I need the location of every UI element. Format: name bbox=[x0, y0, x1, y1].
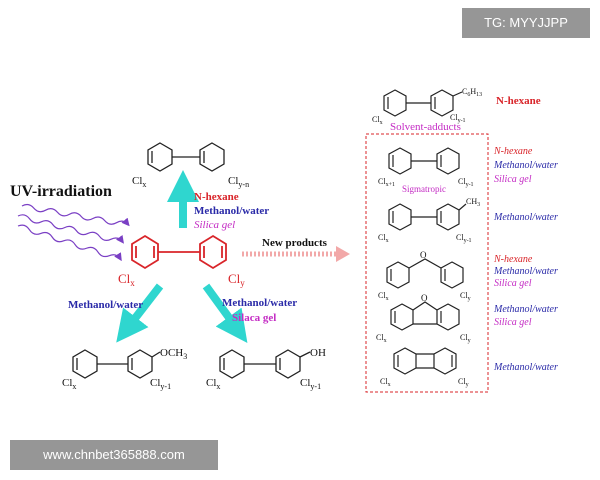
svg-text:N-hexane: N-hexane bbox=[493, 146, 533, 157]
svg-text:Silica gel: Silica gel bbox=[494, 317, 532, 328]
new-products-label: New products bbox=[262, 237, 328, 249]
svg-text:Clx: Clx bbox=[206, 377, 220, 391]
diphenyl-ether-molecule: O Clx Cly bbox=[378, 250, 471, 302]
svg-text:Clx: Clx bbox=[132, 175, 146, 189]
methoxy-product-condition: Methanol/water bbox=[68, 299, 143, 311]
svg-text:O: O bbox=[420, 250, 427, 260]
svg-text:Methanol/water: Methanol/water bbox=[493, 160, 558, 171]
solvent-adduct-molecule: C6H13 Clx Cly-1 bbox=[372, 87, 482, 126]
svg-text:Cly: Cly bbox=[458, 377, 469, 388]
condition-nhexane: N-hexane bbox=[194, 191, 239, 203]
solvent-adduct-condition: N-hexane bbox=[496, 95, 541, 107]
svg-text:Cly-1: Cly-1 bbox=[150, 377, 171, 391]
svg-text:Cly-1: Cly-1 bbox=[456, 233, 472, 244]
watermark-top: TG: MYYJJPP bbox=[462, 8, 590, 38]
dibenzofuran-molecule: O Clx Cly bbox=[376, 293, 471, 344]
svg-text:Clx: Clx bbox=[376, 333, 387, 344]
top-product-molecule: Clx Cly-n bbox=[132, 142, 249, 189]
new-products-frame bbox=[365, 133, 489, 393]
top-product-conditions: N-hexane Methanol/water Silica gel bbox=[194, 191, 269, 231]
svg-text:Methanol/water: Methanol/water bbox=[222, 297, 297, 309]
biphenylene-molecule: Clx Cly bbox=[380, 347, 469, 388]
svg-text:Silica gel: Silica gel bbox=[494, 278, 532, 289]
sigmatropic-product-molecule: Clx+1 Cly-1 Sigmatropic bbox=[378, 147, 474, 194]
methyl-product-condition: Methanol/water bbox=[493, 212, 558, 223]
parent-pcb-molecule: Clx Cly bbox=[118, 234, 245, 288]
condition-methanol-water: Methanol/water bbox=[194, 205, 269, 217]
svg-text:Clx+1: Clx+1 bbox=[378, 177, 395, 188]
svg-text:Clx: Clx bbox=[378, 291, 389, 302]
svg-text:Clx: Clx bbox=[118, 271, 135, 288]
svg-text:Clx: Clx bbox=[372, 115, 383, 126]
svg-text:N-hexane: N-hexane bbox=[493, 254, 533, 265]
svg-text:O: O bbox=[421, 293, 428, 303]
svg-text:Cly-1: Cly-1 bbox=[450, 113, 466, 124]
svg-text:Cly: Cly bbox=[460, 333, 471, 344]
arrow-to-left-product bbox=[116, 283, 164, 343]
svg-text:OH: OH bbox=[310, 347, 326, 359]
svg-text:Clx: Clx bbox=[378, 233, 389, 244]
svg-text:Silaca gel: Silaca gel bbox=[232, 312, 276, 324]
svg-text:OCH3: OCH3 bbox=[160, 347, 187, 361]
methoxy-product-molecule: OCH3 Clx Cly-1 bbox=[62, 347, 187, 391]
svg-text:C6H13: C6H13 bbox=[462, 87, 482, 98]
condition-silica-gel: Silica gel bbox=[194, 219, 235, 231]
diphenyl-ether-conditions: N-hexane Methanol/water Silica gel bbox=[493, 254, 558, 289]
new-products-arrow bbox=[242, 246, 350, 262]
arrow-to-right-product bbox=[202, 283, 248, 343]
svg-text:CH3: CH3 bbox=[466, 197, 480, 208]
svg-text:Cly-1: Cly-1 bbox=[300, 377, 321, 391]
watermark-bottom: www.chnbet365888.com bbox=[10, 440, 218, 470]
svg-text:Sigmatropic: Sigmatropic bbox=[402, 184, 446, 194]
dibenzofuran-conditions: Methanol/water Silica gel bbox=[493, 304, 558, 328]
svg-text:Cly: Cly bbox=[228, 271, 245, 288]
svg-text:Clx: Clx bbox=[62, 377, 76, 391]
svg-text:Cly: Cly bbox=[460, 291, 471, 302]
svg-text:Cly-1: Cly-1 bbox=[458, 177, 474, 188]
uv-wave-arrows bbox=[17, 203, 130, 262]
biphenylene-condition: Methanol/water bbox=[493, 362, 558, 373]
svg-text:Cly-n: Cly-n bbox=[228, 175, 249, 189]
methyl-product-molecule: CH3 Clx Cly-1 bbox=[378, 197, 480, 244]
solvent-adduct-caption: Solvent-adducts bbox=[390, 121, 461, 133]
svg-text:Clx: Clx bbox=[380, 377, 391, 388]
sigmatropic-conditions: N-hexane Methanol/water Silica gel bbox=[493, 146, 558, 185]
hydroxy-product-conditions: Methanol/water Silaca gel bbox=[222, 297, 297, 324]
uv-irradiation-label: UV-irradiation bbox=[10, 183, 112, 200]
svg-text:Methanol/water: Methanol/water bbox=[493, 304, 558, 315]
svg-text:Silica gel: Silica gel bbox=[494, 174, 532, 185]
svg-text:Methanol/water: Methanol/water bbox=[493, 266, 558, 277]
hydroxy-product-molecule: OH Clx Cly-1 bbox=[206, 347, 326, 391]
